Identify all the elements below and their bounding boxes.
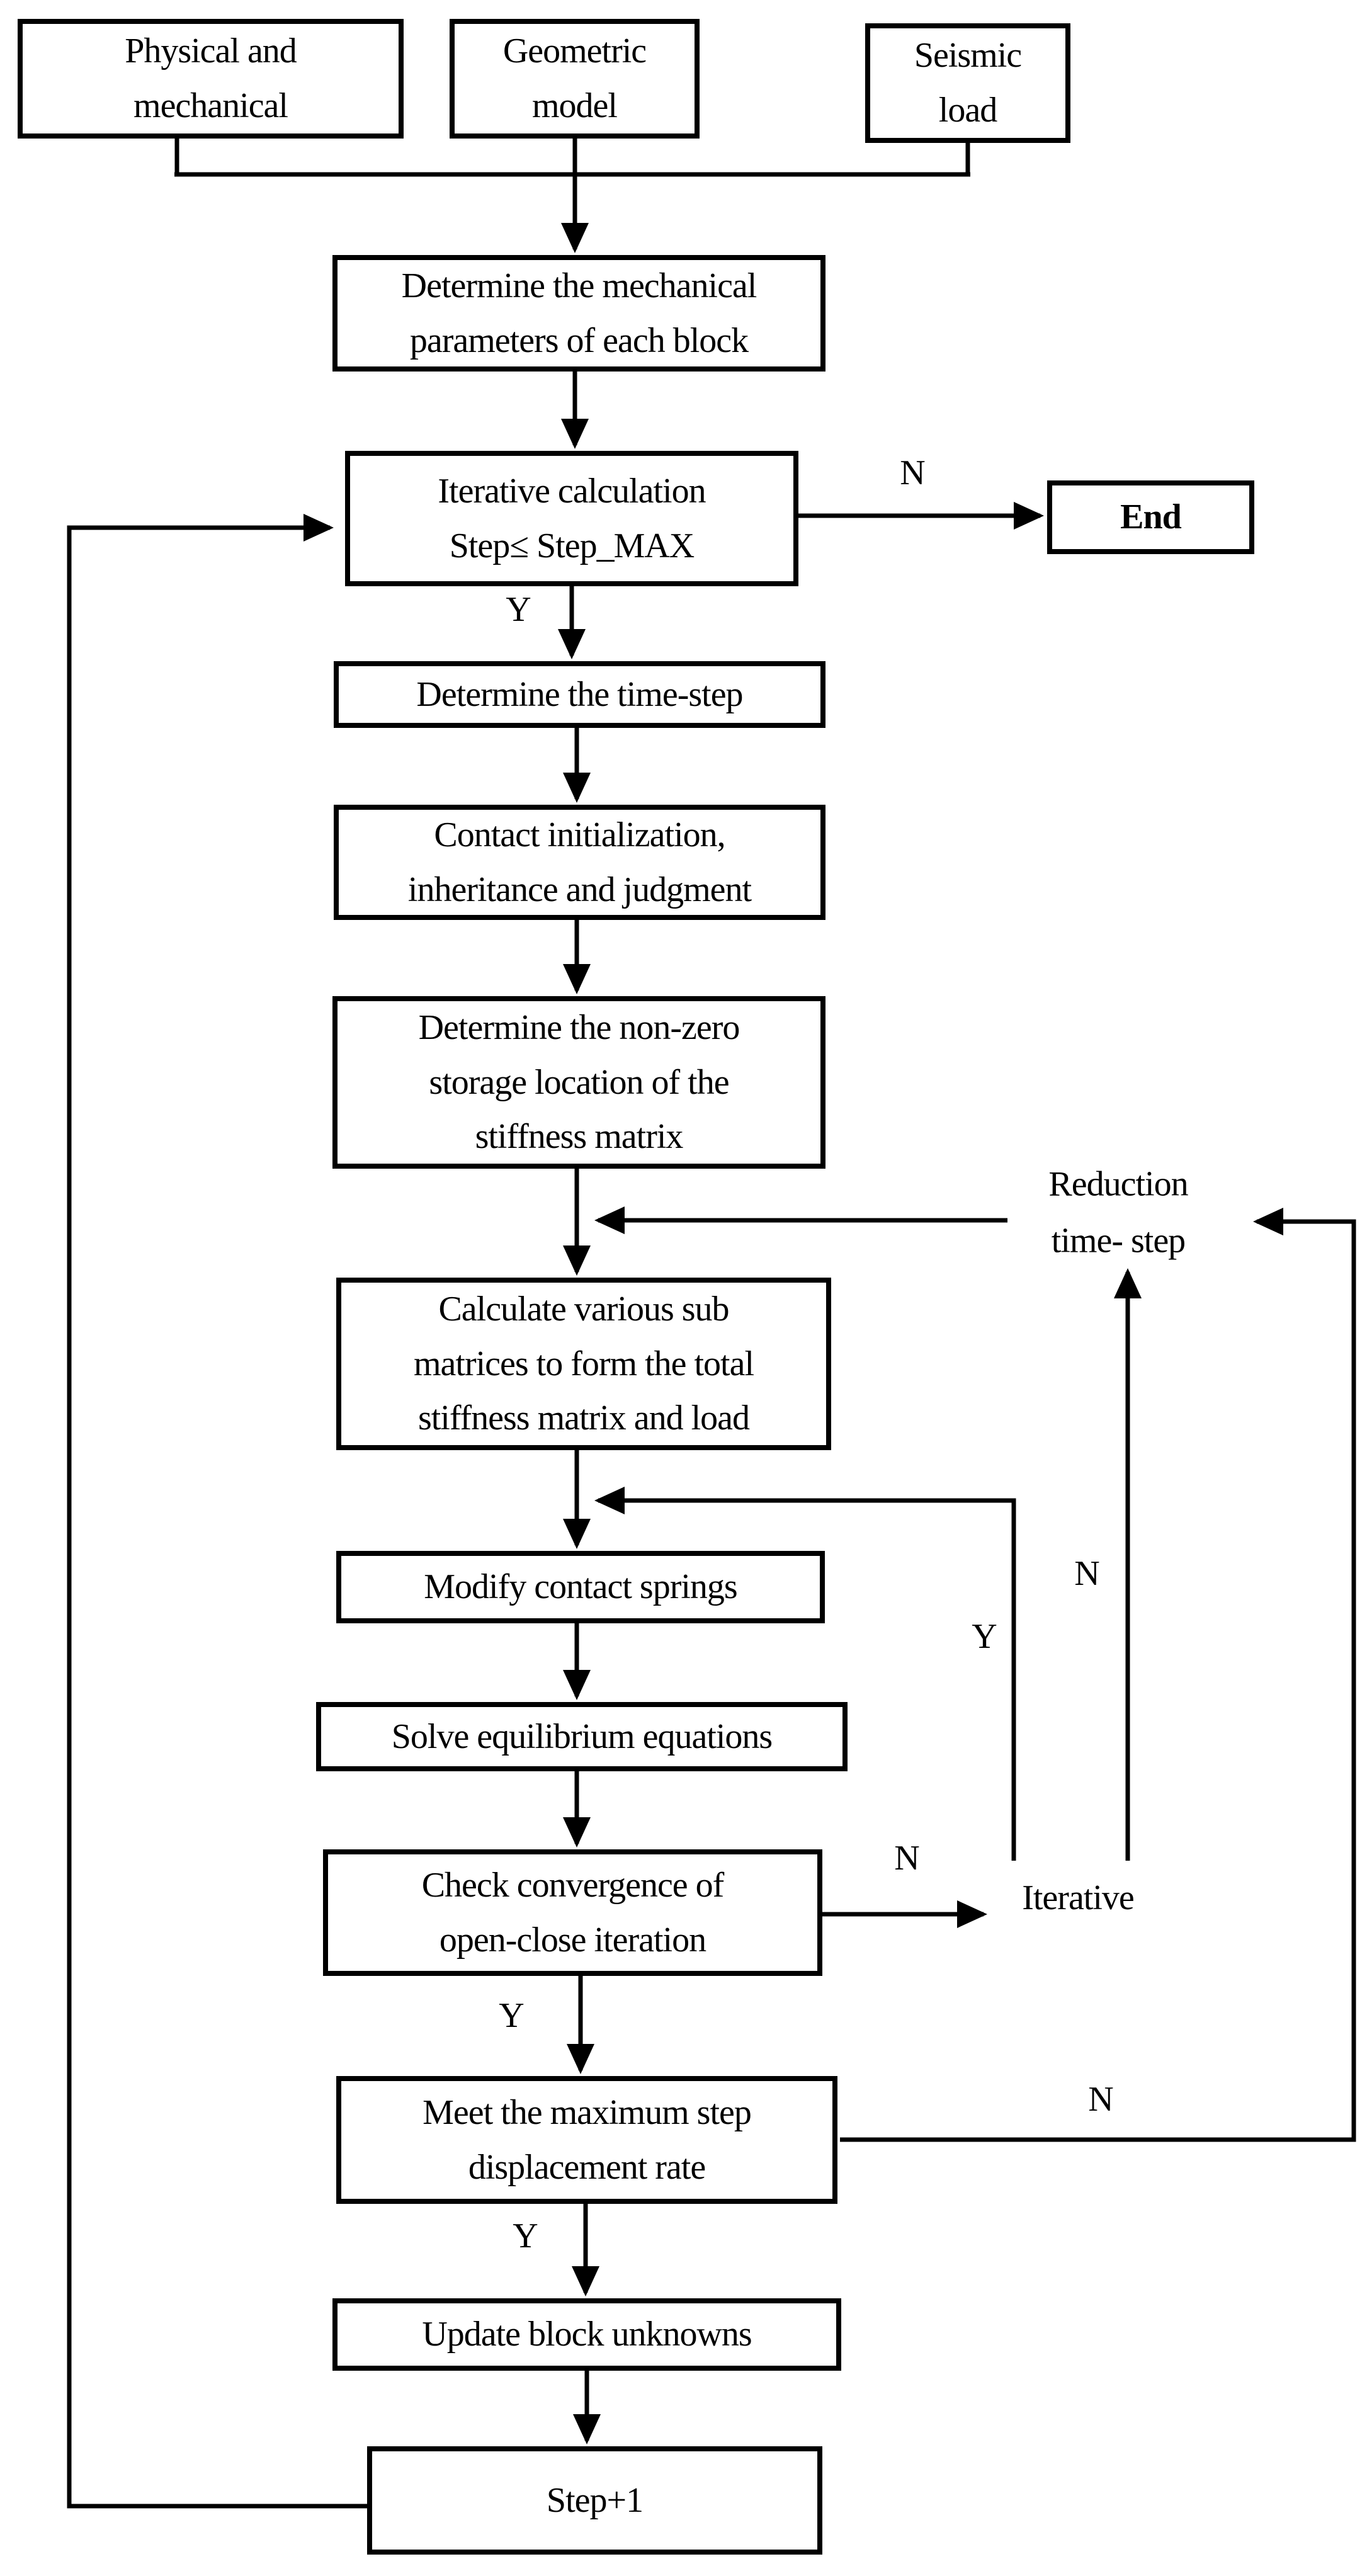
node-update-block-unknowns: Update block unknowns [332,2298,841,2371]
label-n-meet-step: N [1088,2080,1113,2119]
label-y-open-close-loop: Y [972,1617,997,1657]
node-meet-maximum-step-rate: Meet the maximum step displacement rate [336,2076,837,2204]
edge-step-return-loop [67,514,367,2509]
label-iterative: Iterative [1022,1878,1135,1918]
label-y-check-convergence: Y [499,1996,524,2036]
label-y-meet-step: Y [513,2216,538,2256]
node-solve-equilibrium-equations: Solve equilibrium equations [316,1702,848,1771]
label-n-open-close-loop: N [1074,1554,1099,1594]
label-y-after-iterative-calc: Y [506,590,531,630]
node-step-plus-one: Step+1 [367,2446,822,2555]
label-reduction-time-step: Reduction time- step [1048,1164,1188,1260]
node-geometric-model: Geometric model [450,19,700,139]
node-iterative-calculation: Iterative calculation Step≤ Step_MAX [345,451,798,586]
node-seismic-load: Seismic load [865,23,1070,143]
node-end: End [1047,480,1254,554]
node-physical-mechanical: Physical and mechanical [18,19,404,139]
node-check-convergence: Check convergence of open-close iteratio… [323,1849,822,1976]
node-calculate-sub-matrices: Calculate various sub matrices to form t… [336,1278,831,1450]
node-nonzero-storage-location: Determine the non-zero storage location … [332,996,825,1169]
edge-meet-n-loop [840,1208,1356,2142]
node-determine-time-step: Determine the time-step [334,661,825,728]
node-determine-mechanical-parameters: Determine the mechanical parameters of e… [332,255,825,372]
label-n-check-convergence: N [894,1839,919,1878]
label-n-to-end: N [900,453,925,493]
node-modify-contact-springs: Modify contact springs [336,1551,825,1623]
node-contact-initialization: Contact initialization, inheritance and … [334,805,825,920]
edge-iterative-y-loop [594,1487,1016,1861]
